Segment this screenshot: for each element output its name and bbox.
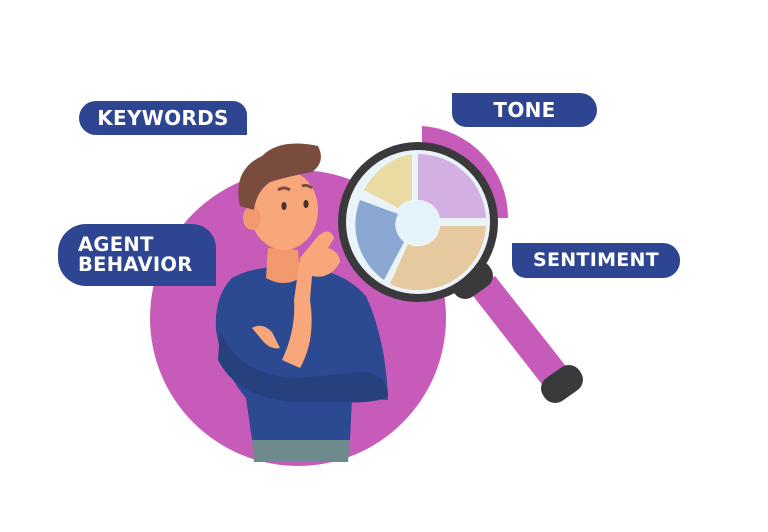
sentiment-badge: SENTIMENT <box>512 243 680 278</box>
agent-behavior-badge: AGENT BEHAVIOR <box>58 224 216 286</box>
neck <box>266 248 300 283</box>
tucked-hand <box>252 325 280 349</box>
tone-badge: TONE <box>452 93 597 127</box>
eyebrow-right <box>301 183 313 190</box>
donut-segment-tan <box>390 226 486 291</box>
thinking-hand <box>282 231 340 368</box>
hair <box>238 143 321 210</box>
magnifier-lens <box>338 142 498 302</box>
donut-segment-yellow <box>364 154 412 208</box>
donut-segment-blue <box>355 200 404 280</box>
pants <box>252 440 350 462</box>
agent-behavior-label-line1: AGENT <box>78 232 154 256</box>
eye-left <box>281 202 287 210</box>
eye-right <box>303 200 309 208</box>
donut-segment-lavender <box>418 153 486 218</box>
agent-behavior-label-line2: BEHAVIOR <box>78 253 193 276</box>
ear <box>243 206 261 230</box>
keywords-badge: KEYWORDS <box>79 101 247 135</box>
tone-label: TONE <box>493 97 556 122</box>
eyebrow-left <box>277 186 291 192</box>
crossed-arm <box>218 330 388 403</box>
thinking-person <box>215 143 388 462</box>
sentiment-label: SENTIMENT <box>532 248 660 271</box>
keywords-label: KEYWORDS <box>97 105 229 130</box>
